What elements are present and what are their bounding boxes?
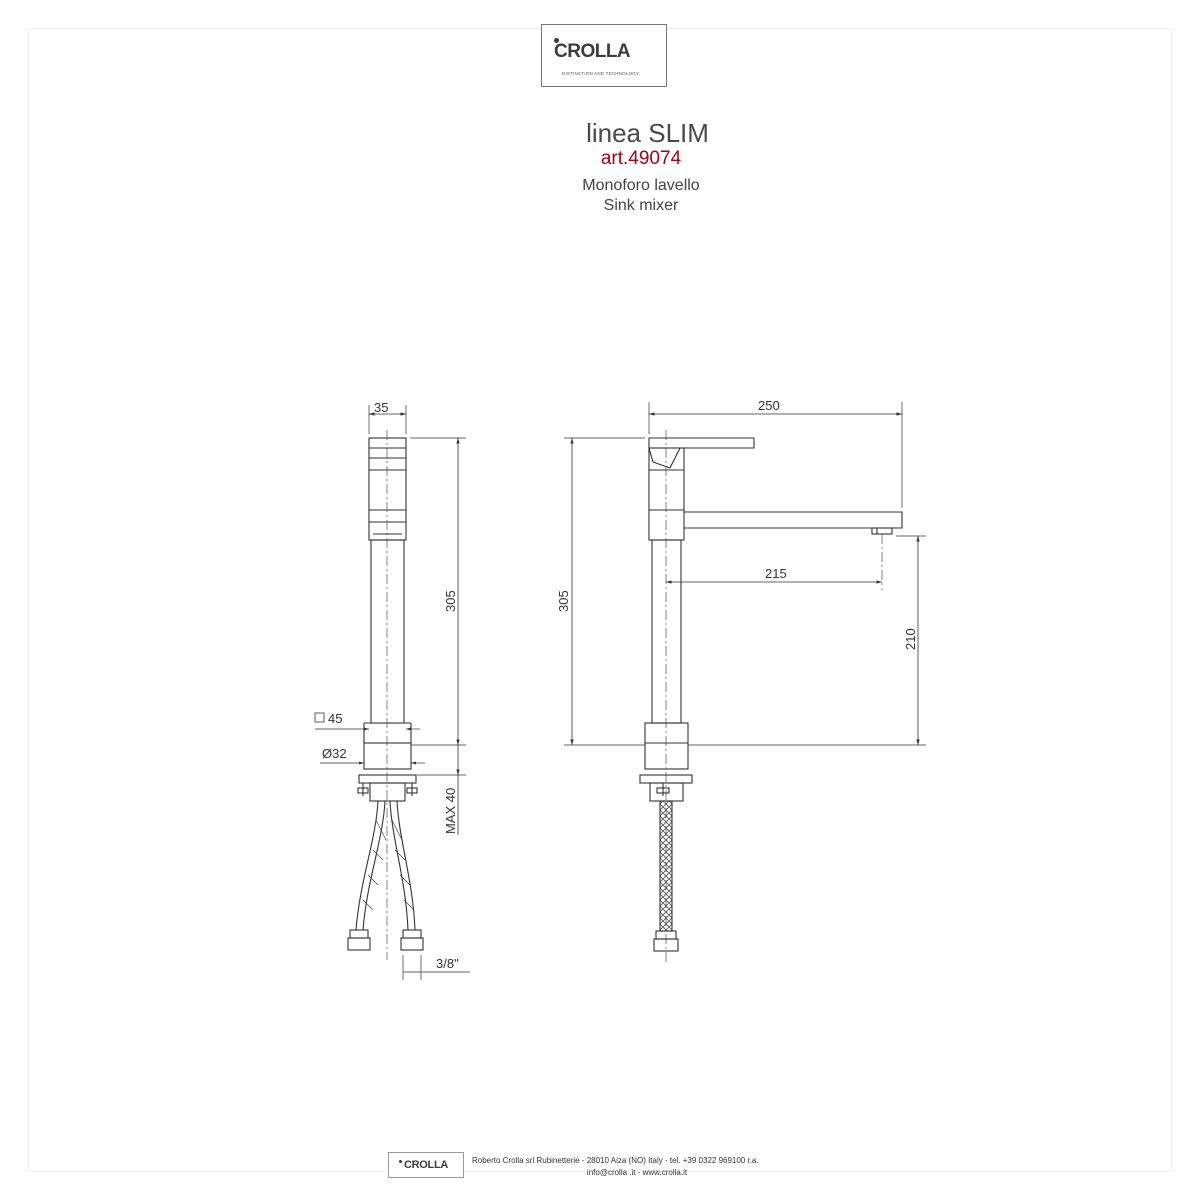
front-hose-left	[362, 800, 386, 931]
side-upper-body	[648, 447, 685, 541]
dim-label-max40: MAX 40	[443, 788, 458, 834]
front-fitting-right-nut	[400, 937, 424, 951]
dim-label-305-side: 305	[556, 590, 571, 612]
footer-contacts: info@crolla .it - www.crolla.it	[586, 1168, 688, 1177]
dim-label-45: 45	[328, 711, 342, 726]
side-lower-body	[651, 539, 682, 724]
description-italian: Monoforo lavello	[582, 177, 700, 194]
front-view-labels: 35 305 45 Ø32 MAX 40 3/8"	[322, 400, 459, 971]
front-view	[314, 405, 470, 980]
dim-label-32: Ø32	[322, 746, 347, 761]
front-fitting-right	[402, 929, 422, 939]
side-view-labels: 250 215 305 210	[556, 398, 918, 650]
dim-label-35: 35	[374, 400, 388, 415]
footer-text: Roberto Crolla srl Rubinetterie - 28010 …	[472, 1155, 802, 1179]
logo-dot-icon	[554, 38, 559, 43]
front-shank	[369, 782, 406, 802]
side-mount-nut	[656, 787, 670, 794]
footer-logo-dot-icon	[399, 1160, 402, 1163]
logo-tagline: DISTINCTION AND TECHNOLOGY	[562, 71, 640, 76]
footer-address: Roberto Crolla srl Rubinetterie - 28010 …	[472, 1156, 759, 1165]
front-handle-body	[368, 437, 407, 541]
brand-logo: CROLLA DISTINCTION AND TECHNOLOGY	[541, 24, 667, 87]
front-hose-right	[389, 800, 409, 931]
side-shank	[649, 782, 684, 802]
side-view	[564, 402, 926, 962]
description-english: Sink mixer	[603, 197, 679, 214]
dim-label-250: 250	[758, 398, 780, 413]
front-mount-plate	[358, 774, 417, 784]
article-code: art.49074	[600, 148, 682, 169]
front-mount-nut	[357, 787, 369, 794]
front-body	[370, 539, 405, 724]
side-handle-lever	[648, 437, 755, 469]
side-base	[644, 722, 689, 770]
logo-word: CROLLA	[554, 41, 631, 62]
front-fitting-left	[349, 929, 369, 939]
dim-label-thread: 3/8"	[436, 956, 459, 971]
product-line-name: linea SLIM	[586, 118, 709, 148]
title-block: linea SLIM art.49074 Monoforo lavello Si…	[0, 118, 1200, 216]
front-hose-right	[396, 800, 416, 931]
front-hose-braid	[362, 819, 387, 911]
dim-label-215: 215	[765, 566, 787, 581]
front-mount-nut	[406, 787, 418, 794]
side-spout	[684, 511, 903, 529]
footer-logo-word: CROLLA	[404, 1159, 449, 1171]
side-aerator	[871, 527, 893, 535]
footer-logo: CROLLA	[388, 1152, 464, 1178]
front-hose-left	[355, 800, 379, 931]
dim-label-210: 210	[903, 628, 918, 650]
square-symbol-icon	[314, 712, 325, 723]
dim-label-305-front: 305	[443, 590, 458, 612]
front-hose-braid	[391, 819, 415, 911]
front-fitting-left-nut	[347, 937, 371, 951]
front-base	[363, 742, 412, 770]
